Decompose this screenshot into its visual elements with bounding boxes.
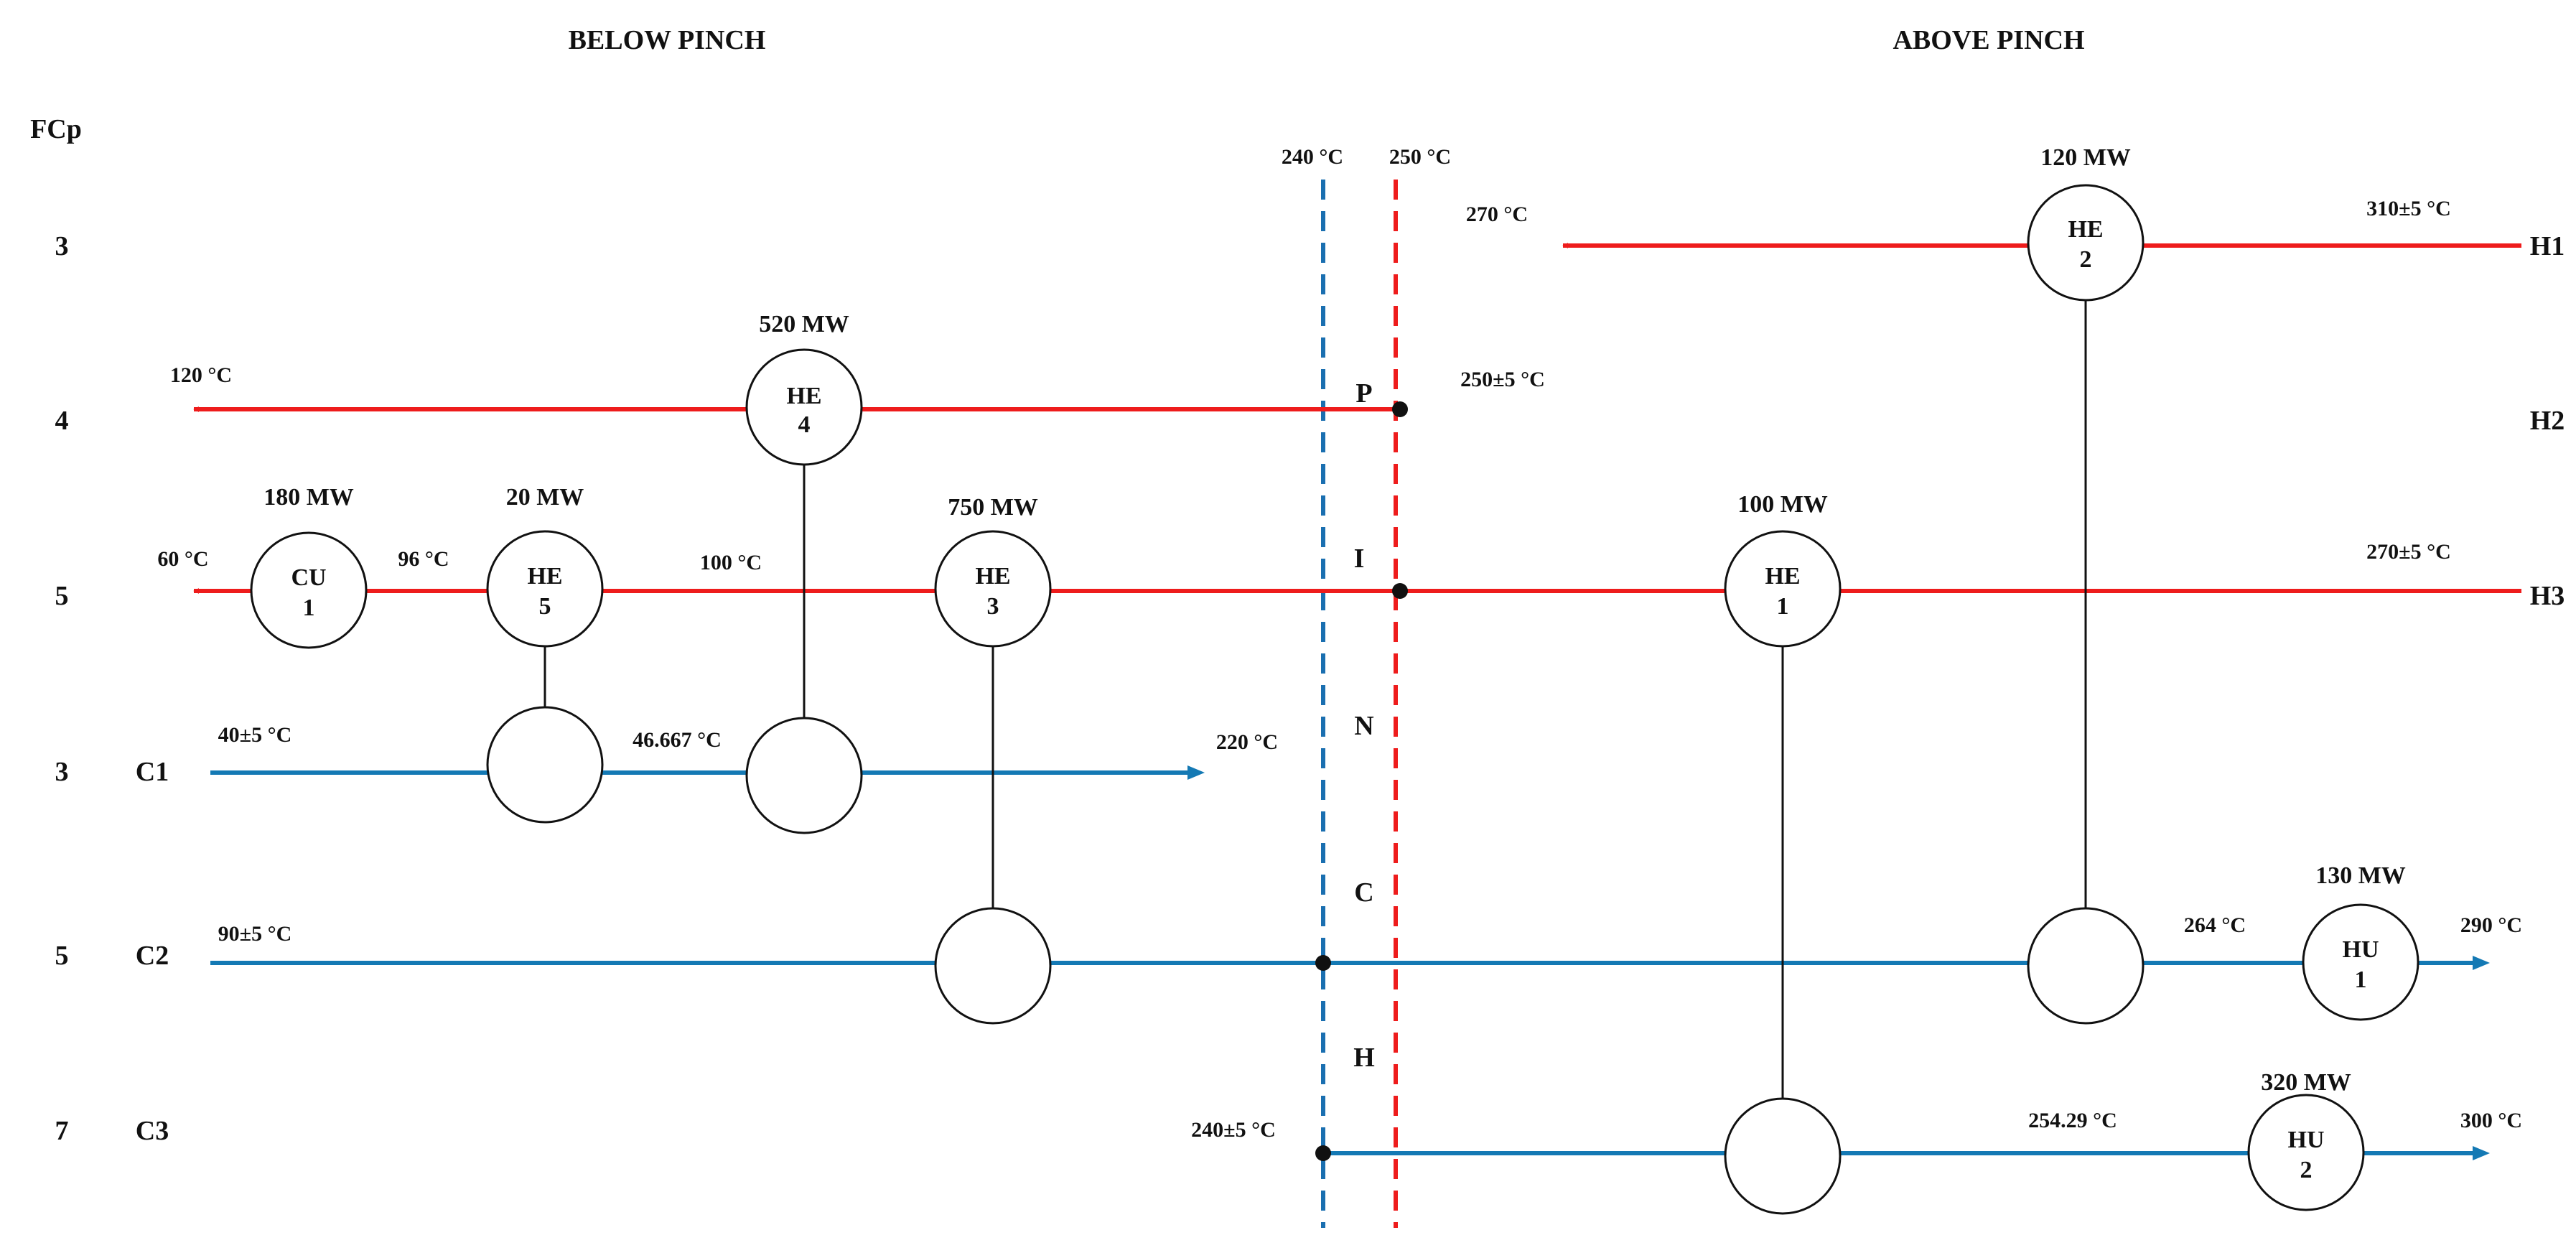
temp-c2-supply: 90±5 °C [218,922,292,946]
above-pinch-title: ABOVE PINCH [1893,25,2084,55]
temp-c3-target: 300 °C [2460,1109,2522,1132]
exchanger-c3-he1 [1724,1097,1842,1215]
unit-he3: HE 3 750 MW [934,494,1052,648]
unit-he5-duty: 20 MW [506,484,584,511]
exchanger-c2-he3 [934,907,1052,1025]
unit-cu1-duty: 180 MW [263,484,354,511]
temp-h3-after-cu: 96 °C [398,547,449,571]
temp-h3-mid: 100 °C [700,551,762,574]
fcp-c1: 3 [55,757,69,787]
unit-hu2-duty: 320 MW [2261,1069,2351,1096]
pinch-letter-p: P [1355,378,1372,409]
stream-name-c1: C1 [136,757,169,787]
unit-he4-duty: 520 MW [759,311,849,337]
unit-he2-duty: 120 MW [2040,144,2131,171]
exchanger-c1-he4 [745,717,863,834]
unit-he1-duty: 100 MW [1737,491,1828,518]
unit-hu1-number: 1 [2355,966,2367,993]
unit-he2-number: 2 [2080,246,2092,273]
unit-hu2-name: HU [2288,1127,2325,1153]
unit-he3-duty: 750 MW [948,494,1038,521]
pinch-letter-h: H [1353,1043,1375,1073]
pinch-hot-temp: 250 °C [1389,145,1451,169]
stream-name-h3: H3 [2530,581,2565,611]
exchanger-c1-he5 [486,706,604,824]
pinch-letter-i: I [1354,544,1365,574]
stream-arrow-c1 [1187,765,1205,780]
pinch-letter-c: C [1354,877,1373,908]
temp-c3-supply: 240±5 °C [1191,1118,1276,1142]
pinch-dot-c3 [1315,1145,1331,1161]
temp-h3-supply: 270±5 °C [2366,540,2451,564]
temp-h1-target: 270 °C [1466,202,1528,226]
unit-cu1-number: 1 [303,595,315,621]
stream-name-h2: H2 [2530,406,2565,436]
unit-he4-name: HE [786,383,821,409]
temp-c3-mid: 254.29 °C [2028,1109,2117,1132]
fcp-c2: 5 [55,941,69,971]
fcp-h3: 5 [55,581,69,611]
temp-h2-supply: 250±5 °C [1460,368,1545,391]
unit-he5: HE 5 20 MW [486,484,604,648]
unit-he5-number: 5 [539,593,551,620]
unit-he2: HE 2 120 MW [2027,144,2145,302]
unit-cu1-name: CU [291,564,326,591]
unit-he5-name: HE [527,563,562,590]
unit-cu1: CU 1 180 MW [250,484,368,649]
stream-name-c3: C3 [136,1116,169,1146]
temp-c1-mid: 46.667 °C [633,728,722,752]
fcp-h1: 3 [55,231,69,261]
unit-he4-number: 4 [798,411,811,438]
temp-c1-supply: 40±5 °C [218,723,292,747]
unit-hu1: HU 1 130 MW [2302,862,2419,1021]
temp-h2-target: 120 °C [170,363,232,387]
unit-hu1-name: HU [2343,936,2379,963]
below-pinch-title: BELOW PINCH [569,25,766,55]
unit-hu1-duty: 130 MW [2315,862,2406,889]
pinch-dot-c2 [1315,955,1331,971]
pinch-dot-h2 [1392,401,1408,417]
unit-he1-number: 1 [1777,593,1789,620]
fcp-c3: 7 [55,1116,69,1146]
pinch-letter-n: N [1354,711,1373,741]
stream-arrow-c2 [2473,956,2490,970]
temp-c1-target: 220 °C [1216,730,1278,754]
pinch-dot-h3 [1392,583,1408,599]
unit-he2-name: HE [2068,216,2103,243]
unit-he1: HE 1 100 MW [1724,491,1842,648]
fcp-header: FCp [30,114,82,144]
unit-hu2-number: 2 [2300,1157,2313,1183]
unit-he3-number: 3 [987,593,999,620]
exchanger-c2-he2 [2027,907,2145,1025]
temp-h1-supply: 310±5 °C [2366,197,2451,220]
stream-arrow-c3 [2473,1146,2490,1160]
pinch-cold-temp: 240 °C [1282,145,1343,169]
temp-c2-target: 290 °C [2460,913,2522,937]
stream-name-h1: H1 [2530,231,2565,261]
temp-h3-target: 60 °C [157,547,208,571]
fcp-h2: 4 [55,406,69,436]
unit-hu2: HU 2 320 MW [2247,1069,2365,1211]
unit-he3-name: HE [975,563,1010,590]
unit-he4: HE 4 520 MW [745,311,863,466]
temp-c2-mid: 264 °C [2184,913,2246,937]
unit-he1-name: HE [1765,563,1800,590]
stream-name-c2: C2 [136,941,169,971]
